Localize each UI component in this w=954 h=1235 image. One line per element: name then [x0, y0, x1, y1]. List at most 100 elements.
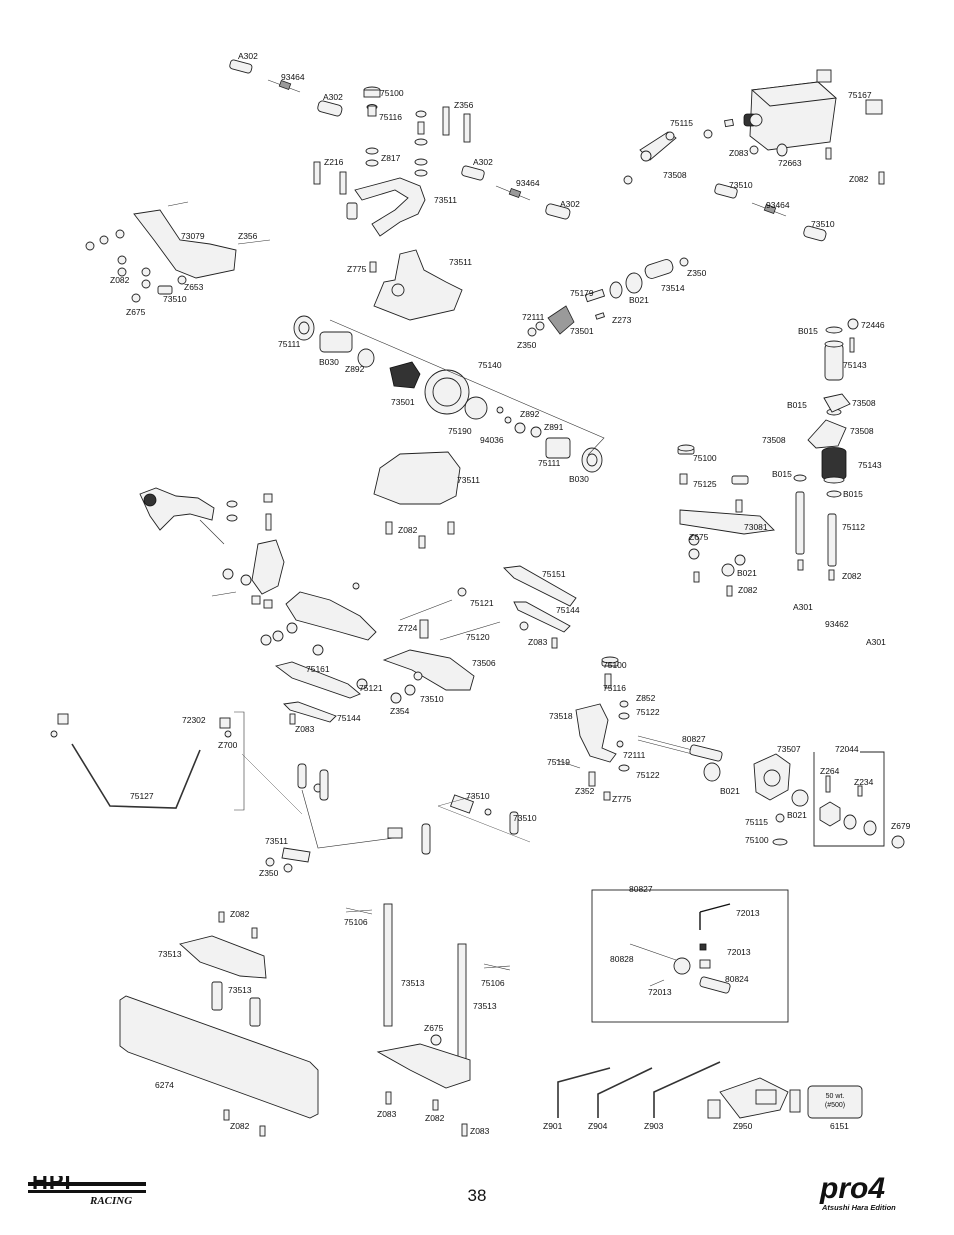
part-label-6151: 6151: [830, 1121, 849, 1131]
part-label-73510_4: 73510: [420, 694, 444, 704]
part-label-z675_1: Z675: [126, 307, 146, 317]
part-label-b015_4: B015: [843, 489, 863, 499]
front-bumper-6274: [119, 911, 319, 1137]
rear-upper-plate-73081: [677, 444, 775, 597]
part-label-z082_8: Z082: [230, 1121, 250, 1131]
part-label-z082_5: Z082: [738, 585, 758, 595]
front-lower-arm: [260, 582, 501, 656]
part-label-z950: Z950: [733, 1121, 753, 1131]
part-label-75112: 75112: [842, 522, 865, 532]
part-label-z082_6: Z082: [230, 909, 250, 919]
part-label-a302_3: A302: [473, 157, 493, 167]
servo-assembly: [623, 69, 885, 242]
part-label-z082_1: Z082: [849, 174, 869, 184]
front-knuckle-assembly: [139, 487, 285, 609]
part-label-72013_2: 72013: [727, 947, 751, 957]
part-label-73508_4: 73508: [762, 435, 786, 445]
part-label-73507: 73507: [777, 744, 801, 754]
part-label-z273: Z273: [612, 315, 632, 325]
part-label-73508_1: 73508: [663, 170, 687, 180]
part-label-80827_1: 80827: [682, 734, 706, 744]
part-label-z083_3: Z083: [295, 724, 315, 734]
tools-row: [557, 1061, 863, 1119]
part-label-75144_1: 75144: [556, 605, 580, 615]
part-label-75106_2: 75106: [481, 978, 505, 988]
hpi-logo-text: HPI: [32, 1176, 72, 1194]
part-label-75179: 75179: [570, 288, 594, 298]
part-label-75122_2: 75122: [636, 770, 660, 780]
part-label-z892_1: Z892: [345, 364, 365, 374]
roll-bar-linkage: [265, 763, 531, 873]
part-label-z082_2: Z082: [110, 275, 130, 285]
part-label-b021_4: B021: [787, 810, 807, 820]
part-label-75121_2: 75121: [359, 683, 383, 693]
part-label-73508_3: 73508: [850, 426, 874, 436]
part-label-z356_1: Z356: [454, 100, 474, 110]
part-label-75125: 75125: [693, 479, 717, 489]
part-label-75140: 75140: [478, 360, 502, 370]
part-label-75119: 75119: [547, 757, 570, 767]
part-label-72446: 72446: [861, 320, 885, 330]
part-label-73514: 73514: [661, 283, 685, 293]
part-label-73511_2: 73511: [449, 257, 472, 267]
part-label-z356_2: Z356: [238, 231, 258, 241]
part-label-z901: Z901: [543, 1121, 563, 1131]
part-label-73513_1: 73513: [158, 949, 182, 959]
wheel-hex-box-72044: [813, 751, 905, 849]
part-label-93464_1: 93464: [281, 72, 305, 82]
part-label-75167: 75167: [848, 90, 872, 100]
part-label-z354: Z354: [390, 706, 410, 716]
rear-shock-assembly: [793, 318, 859, 581]
pivot-column: [313, 86, 471, 195]
page-number: 38: [467, 1186, 487, 1205]
part-label-z653: Z653: [184, 282, 204, 292]
part-label-73501_1: 73501: [570, 326, 594, 336]
pro4-logo: pro4 Atsushi Hara Edition: [819, 1172, 896, 1212]
hpi-logo-tagline: RACING: [89, 1195, 132, 1207]
part-label-75143_1: 75143: [843, 360, 867, 370]
part-label-75115_2: 75115: [745, 817, 768, 827]
part-label-75122_1: 75122: [636, 707, 660, 717]
part-label-80828: 80828: [610, 954, 634, 964]
part-label-z352: Z352: [575, 786, 595, 796]
part-label-a301_2: A301: [866, 637, 886, 647]
part-label-b015_3: B015: [772, 469, 792, 479]
part-label-73510_5: 73510: [466, 791, 490, 801]
part-label-z675_3: Z675: [424, 1023, 444, 1033]
part-label-z234: Z234: [854, 777, 874, 787]
part-label-z903: Z903: [644, 1121, 664, 1131]
part-label-72663: 72663: [778, 158, 802, 168]
part-label-z083_4: Z083: [377, 1109, 397, 1119]
part-label-z852: Z852: [636, 693, 656, 703]
part-label-z083_5: Z083: [470, 1126, 490, 1136]
part-label-75116_1: 75116: [379, 112, 402, 122]
part-label-z724: Z724: [398, 623, 418, 633]
part-label-75120: 75120: [466, 632, 490, 642]
part-label-z892_2: Z892: [520, 409, 540, 419]
part-label-93462: 93462: [825, 619, 849, 629]
part-label-a302_1: A302: [238, 51, 258, 61]
part-label-73506: 73506: [472, 658, 496, 668]
driveshaft-kit-box: [591, 889, 789, 1023]
part-label-z700: Z700: [218, 740, 238, 750]
part-label-75190: 75190: [448, 426, 472, 436]
part-label-75106_1: 75106: [344, 917, 368, 927]
part-label-72302: 72302: [182, 715, 206, 725]
part-label-94036: 94036: [480, 435, 504, 445]
part-label-75143_2: 75143: [858, 460, 882, 470]
part-label-b030_1: B030: [319, 357, 339, 367]
part-label-6274: 6274: [155, 1080, 174, 1090]
part-label-80827_2: 80827: [629, 884, 653, 894]
part-label-75100_3: 75100: [603, 660, 627, 670]
part-label-b021_3: B021: [720, 786, 740, 796]
upper-linkage-left: [229, 59, 343, 117]
part-label-z679: Z679: [891, 821, 911, 831]
part-label-73510_2: 73510: [811, 219, 835, 229]
part-label-72013_1: 72013: [736, 908, 760, 918]
steering-plate-73079: [85, 201, 271, 303]
part-label-73081: 73081: [744, 522, 768, 532]
part-label-75115_1: 75115: [670, 118, 693, 128]
